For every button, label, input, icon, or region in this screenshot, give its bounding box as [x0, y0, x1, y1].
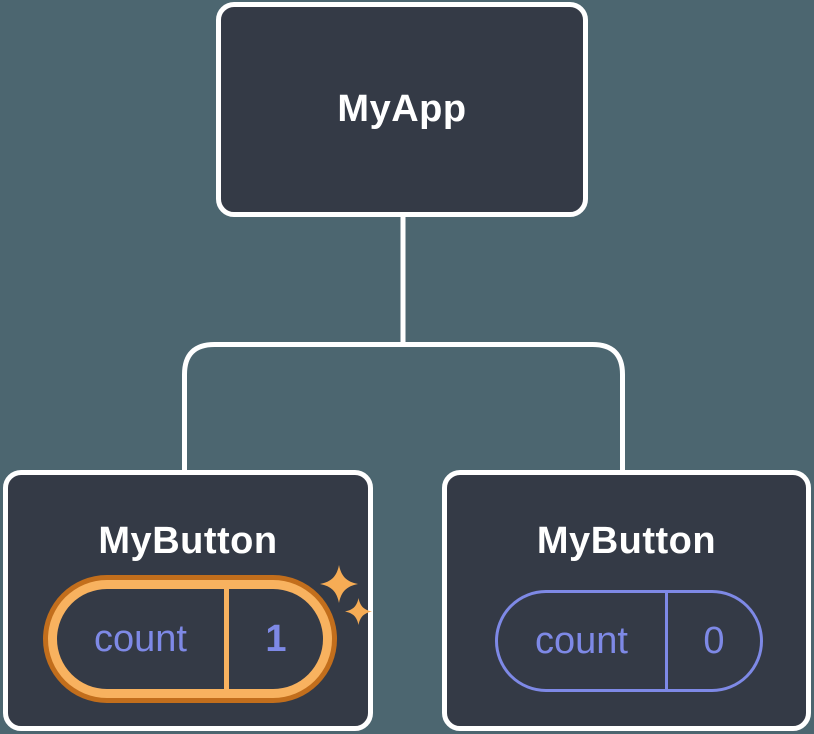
sparkle-icon	[320, 565, 358, 603]
state-pill-highlight-ring: count 1	[48, 580, 332, 698]
connector-bracket	[182, 342, 625, 473]
component-node-mybutton-right: MyButton count 0	[442, 470, 811, 731]
state-pill: count 0	[495, 590, 763, 692]
component-node-myapp: MyApp	[216, 2, 588, 217]
node-label: MyButton	[536, 520, 717, 562]
state-pill-divider	[224, 589, 229, 689]
sparkle-icon	[345, 598, 372, 625]
node-label: MyButton	[98, 520, 278, 562]
state-value: 0	[703, 619, 725, 662]
node-label: MyApp	[337, 88, 467, 130]
state-pill-highlighted: count 1	[43, 575, 337, 703]
state-name: count	[94, 617, 187, 660]
state-pill-divider	[665, 593, 668, 689]
state-name: count	[535, 619, 628, 662]
state-pill-content: count 1	[57, 589, 323, 689]
component-node-mybutton-left: MyButton count 1	[3, 470, 373, 731]
state-value: 1	[265, 617, 287, 660]
